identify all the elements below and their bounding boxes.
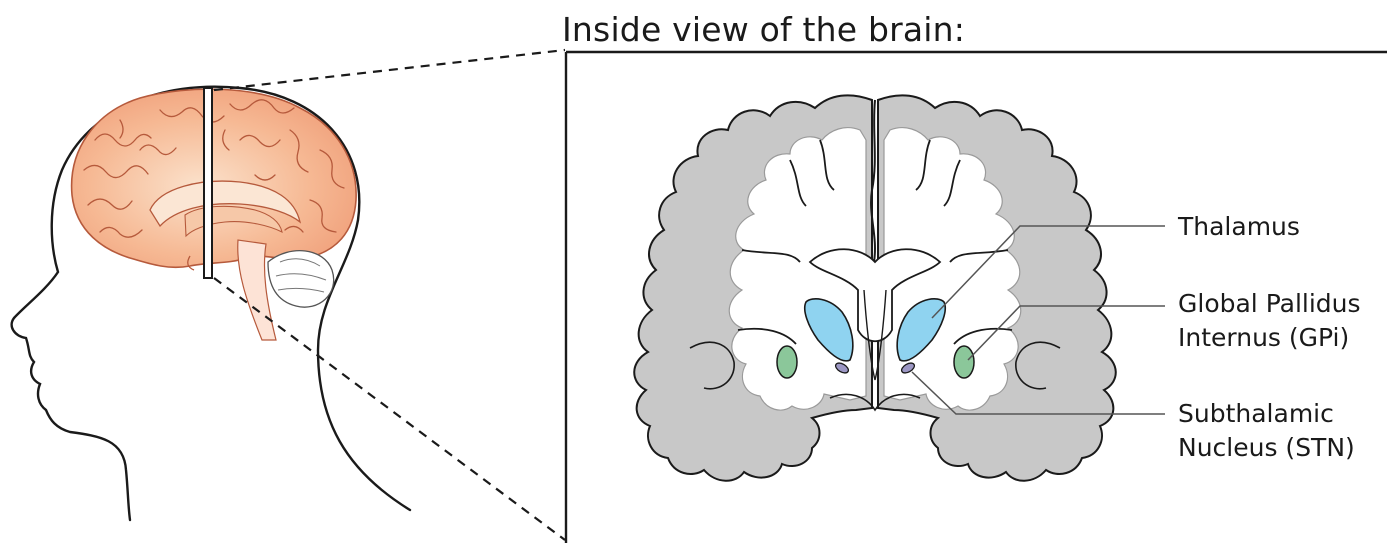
label-gpi-line2: Internus (GPi) [1178,322,1349,354]
label-stn-line1: Subthalamic [1178,398,1334,430]
slice-plane-marker [204,88,212,278]
label-thalamus: Thalamus [1178,211,1300,243]
label-gpi-line1: Global Pallidus [1178,288,1361,320]
sagittal-brain [72,89,357,340]
gpi-right [954,346,974,378]
label-stn-line2: Nucleus (STN) [1178,432,1355,464]
gpi-left [777,346,797,378]
diagram-title: Inside view of the brain: [562,10,965,49]
coronal-brain-section [634,95,1116,480]
